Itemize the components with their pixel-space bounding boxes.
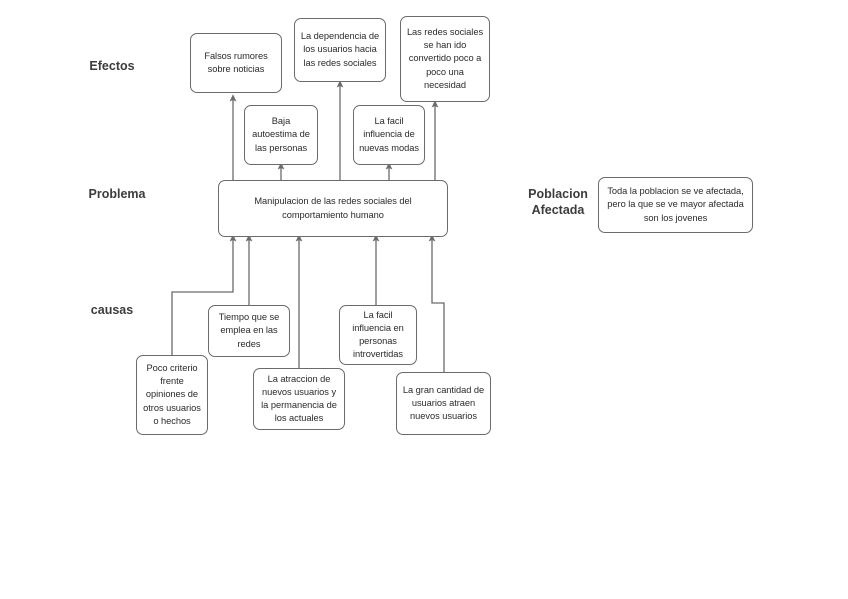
node-redes-necesidad-text: Las redes sociales se han ido convertido… <box>406 26 484 90</box>
node-baja-autoestima[interactable]: Baja autoestima de las personas <box>244 105 318 165</box>
node-tiempo-redes[interactable]: Tiempo que se emplea en las redes <box>208 305 290 357</box>
node-manipulacion-problema-text: Manipulacion de las redes sociales del c… <box>254 196 412 220</box>
node-gran-cantidad[interactable]: La gran cantidad de usuarios atraen nuev… <box>396 372 491 435</box>
node-influencia-introvertidas[interactable]: La facil influencia en personas introver… <box>339 305 417 365</box>
node-baja-autoestima-text: Baja autoestima de las personas <box>252 116 310 153</box>
node-tiempo-redes-text: Tiempo que se emplea en las redes <box>218 312 280 349</box>
tier-label-problema: Problema <box>88 187 146 201</box>
tier-label-efectos: Efectos <box>89 59 135 73</box>
node-atraccion-usuarios[interactable]: La atraccion de nuevos usuarios y la per… <box>253 368 345 430</box>
node-manipulacion-problema[interactable]: Manipulacion de las redes sociales del c… <box>218 180 448 237</box>
tier-label-causas: causas <box>90 303 134 317</box>
node-gran-cantidad-text: La gran cantidad de usuarios atraen nuev… <box>402 384 485 422</box>
node-redes-necesidad[interactable]: Las redes sociales se han ido convertido… <box>400 16 490 102</box>
node-falsos-rumores-text: Falsos rumores sobre noticias <box>204 50 268 74</box>
node-falsos-rumores[interactable]: Falsos rumores sobre noticias <box>190 33 282 93</box>
edge-gran-cantidad-to-problema <box>428 234 445 372</box>
node-influencia-modas[interactable]: La facil influencia de nuevas modas <box>353 105 425 165</box>
node-dependencia-usuarios-text: La dependencia de los usuarios hacia las… <box>300 31 380 68</box>
node-dependencia-usuarios[interactable]: La dependencia de los usuarios hacia las… <box>294 18 386 82</box>
node-influencia-modas-text: La facil influencia de nuevas modas <box>359 116 419 153</box>
node-atraccion-usuarios-text: La atraccion de nuevos usuarios y la per… <box>261 373 337 424</box>
node-influencia-introvertidas-text: La facil influencia en personas introver… <box>352 309 404 360</box>
node-poco-criterio[interactable]: Poco criterio frente opiniones de otros … <box>136 355 208 435</box>
node-poco-criterio-text: Poco criterio frente opiniones de otros … <box>143 362 201 426</box>
node-poblacion-afectada-text: Toda la poblacion se ve afectada, pero l… <box>607 186 744 223</box>
tier-label-poblacion-afectada: Poblacion Afectada <box>528 187 588 217</box>
node-poblacion-afectada[interactable]: Toda la poblacion se ve afectada, pero l… <box>598 177 753 233</box>
